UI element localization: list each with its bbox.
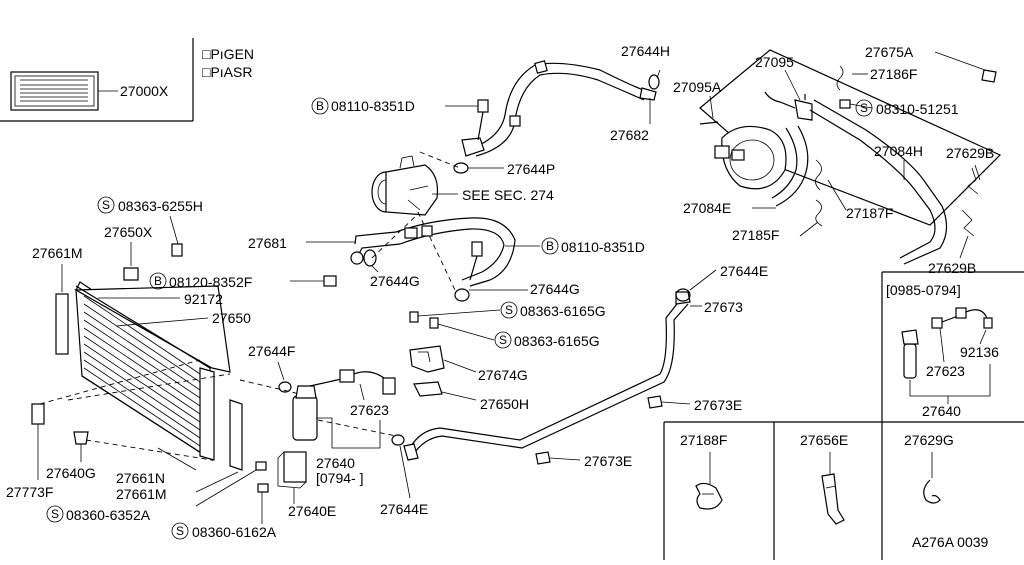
receiver-drier-27640: 27644F 27623 27640 [0794- ] 27640E S 083… <box>46 343 428 540</box>
label-27682: 27682 <box>610 127 649 143</box>
standard-bolt-b-icon <box>149 272 167 290</box>
label-27084E: 27084E <box>683 200 731 216</box>
legend-option-pigen: □PıGEN <box>202 46 254 62</box>
label-08360-6162A: 08360-6162A <box>192 524 277 540</box>
label-27185F: 27185F <box>732 227 779 243</box>
label-27673: 27673 <box>704 299 743 315</box>
label-27640-main: 27640 <box>316 455 355 471</box>
label-27673E-left: 27673E <box>584 453 632 469</box>
ac-label-decal <box>10 71 99 111</box>
label-27095: 27095 <box>755 54 794 70</box>
label-27650: 27650 <box>212 310 251 326</box>
inset-label-27623: 27623 <box>926 363 965 379</box>
label-27640-date-range: [0794- ] <box>316 470 363 486</box>
standard-screw-s-icon <box>46 505 64 523</box>
label-27644H: 27644H <box>621 43 670 59</box>
label-27644G-right: 27644G <box>530 281 580 297</box>
label-92172: 92172 <box>184 291 223 307</box>
inset-part-27629G: 27629G <box>904 432 954 504</box>
label-see-sec-274: SEE SEC. 274 <box>462 187 554 203</box>
label-27644E-bottom: 27644E <box>380 501 428 517</box>
condenser-27650: 27661M 27773F 27640G 27650X S 08363-6255… <box>6 196 337 502</box>
label-27000X: 27000X <box>120 83 169 99</box>
heater-unit-area: 27095A 27095 27186F 27675A S 08310-51251… <box>673 44 1002 276</box>
bolt-08110-8351D-mid: B 08110-8351D <box>505 237 645 255</box>
label-27674G: 27674G <box>478 367 528 383</box>
label-27644P: 27644P <box>507 161 555 177</box>
label-27650H: 27650H <box>480 396 529 412</box>
label-08120-8352F: 08120-8352F <box>169 274 252 290</box>
standard-screw-s-icon <box>494 331 512 349</box>
label-27661M-top: 27661M <box>32 245 83 261</box>
diagram-code: A276A 0039 <box>912 534 989 550</box>
svg-text:S: S <box>51 507 59 521</box>
standard-bolt-b-icon <box>541 237 559 255</box>
svg-text:S: S <box>176 524 184 538</box>
inset-variant-box: [0985-0794] 92136 27623 27640 <box>881 271 1024 422</box>
label-27186F: 27186F <box>870 66 917 82</box>
seal-27773F <box>31 403 45 425</box>
label-08310-51251: 08310-51251 <box>876 101 959 117</box>
standard-bolt-b-icon <box>311 97 329 115</box>
label-27187F: 27187F <box>846 205 893 221</box>
inset-part-label: 27188F <box>680 432 727 448</box>
discharge-hose-27681: 27681 27644G 27644G <box>248 217 580 302</box>
svg-text:S: S <box>505 303 513 317</box>
oring-27644P: 27644P <box>453 161 555 177</box>
label-27773F: 27773F <box>6 484 53 500</box>
compressor-assembly: SEE SEC. 274 <box>371 155 554 216</box>
label-27629B-top: 27629B <box>946 145 994 161</box>
label-08110-8351D-mid: 08110-8351D <box>561 239 645 255</box>
bolt-08110-8351D-top: B 08110-8351D <box>311 97 489 141</box>
label-27095A: 27095A <box>673 79 722 95</box>
inset-part-27656E: 27656E <box>800 432 848 525</box>
standard-screw-s-icon <box>97 196 115 214</box>
inset-parts-grid: 27188F 27656E 27629G A276A 0039 <box>663 421 1024 560</box>
label-08363-6165G-b: 08363-6165G <box>514 333 600 349</box>
label-27640E: 27640E <box>288 503 336 519</box>
svg-text:S: S <box>860 101 868 115</box>
label-27623-main: 27623 <box>350 402 389 418</box>
inset-part-27188F: 27188F <box>680 432 727 510</box>
inset-label-27640: 27640 <box>922 403 961 419</box>
svg-text:S: S <box>499 333 507 347</box>
suction-hose-27682: 27644H 27682 <box>461 43 670 157</box>
label-27644G-left: 27644G <box>370 273 420 289</box>
inset-date-range: [0985-0794] <box>886 282 961 298</box>
legend-option-piasr: □PıASR <box>202 64 252 80</box>
legend-box: □PıGEN □PıASR 27000X <box>0 38 254 122</box>
label-08360-6352A: 08360-6352A <box>66 507 151 523</box>
label-27673E-right: 27673E <box>694 397 742 413</box>
label-27661N: 27661N <box>116 470 165 486</box>
label-27675A: 27675A <box>865 44 914 60</box>
standard-screw-s-icon <box>500 301 518 319</box>
label-08363-6255H: 08363-6255H <box>118 198 203 214</box>
svg-text:B: B <box>546 239 554 253</box>
standard-screw-s-icon <box>171 522 189 540</box>
label-27084H: 27084H <box>874 143 923 159</box>
label-27629B-bottom: 27629B <box>928 260 976 276</box>
svg-text:S: S <box>102 198 110 212</box>
inset-label-92136: 92136 <box>960 344 999 360</box>
standard-screw-s-icon <box>855 99 873 117</box>
label-27644E-top: 27644E <box>720 263 768 279</box>
label-27681: 27681 <box>248 235 287 251</box>
label-27640G: 27640G <box>46 465 96 481</box>
seal-27661M <box>55 293 69 355</box>
inset-part-label: 27629G <box>904 432 954 448</box>
label-08110-8351D-top: 08110-8351D <box>331 98 415 114</box>
label-08363-6165G-a: 08363-6165G <box>520 303 606 319</box>
liquid-line-27673: 27644E 27673 27673E 27673E <box>403 263 768 469</box>
svg-text:B: B <box>316 99 324 113</box>
inset-part-label: 27656E <box>800 432 848 448</box>
svg-text:B: B <box>154 274 162 288</box>
middle-brackets: S 08363-6165G S 08363-6165G 27674G 27650… <box>409 301 606 412</box>
label-27644F: 27644F <box>248 343 295 359</box>
label-27650X: 27650X <box>104 224 153 240</box>
label-27661M-bottom: 27661M <box>116 486 167 502</box>
